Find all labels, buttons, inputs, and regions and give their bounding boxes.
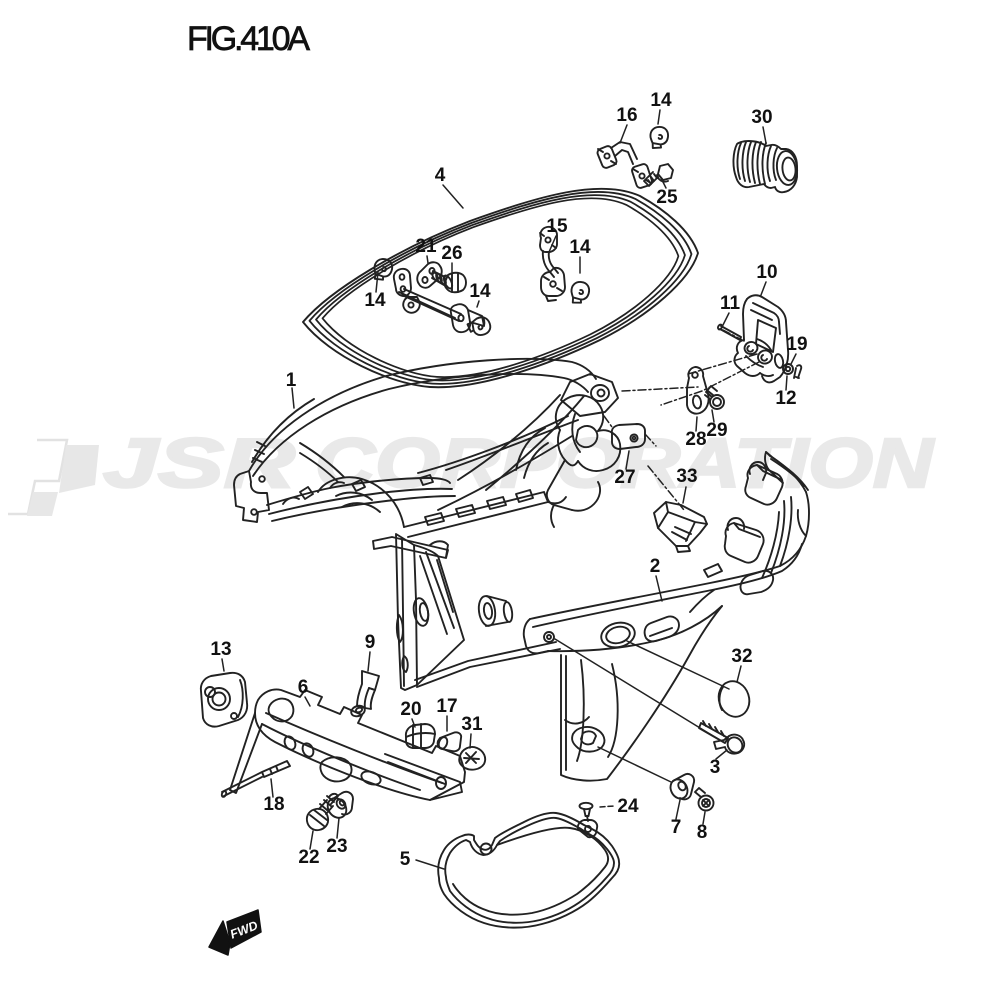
svg-text:17: 17 (436, 696, 457, 717)
svg-text:31: 31 (461, 714, 483, 735)
svg-text:30: 30 (751, 107, 772, 128)
svg-text:8: 8 (697, 822, 708, 843)
svg-text:21: 21 (415, 236, 437, 257)
svg-text:9: 9 (365, 632, 376, 653)
svg-text:1: 1 (286, 370, 297, 391)
svg-text:15: 15 (546, 216, 568, 237)
svg-text:12: 12 (775, 388, 796, 409)
svg-text:3: 3 (710, 757, 721, 778)
svg-text:20: 20 (400, 699, 421, 720)
svg-text:11: 11 (720, 293, 741, 314)
svg-text:2: 2 (650, 556, 661, 577)
svg-text:6: 6 (298, 677, 309, 698)
svg-text:24: 24 (617, 796, 639, 817)
svg-text:33: 33 (676, 466, 697, 487)
svg-text:13: 13 (210, 639, 231, 660)
svg-text:10: 10 (756, 262, 777, 283)
svg-text:32: 32 (731, 646, 752, 667)
svg-text:27: 27 (614, 467, 635, 488)
svg-text:FIG.410A: FIG.410A (187, 20, 310, 58)
svg-text:28: 28 (685, 429, 706, 450)
svg-text:5: 5 (400, 849, 411, 870)
svg-text:16: 16 (616, 105, 637, 126)
svg-text:29: 29 (706, 420, 727, 441)
svg-text:19: 19 (786, 334, 807, 355)
svg-text:26: 26 (441, 243, 462, 264)
svg-text:JSR: JSR (103, 424, 296, 502)
svg-text:22: 22 (298, 847, 319, 868)
svg-text:14: 14 (650, 90, 672, 111)
svg-text:23: 23 (326, 836, 347, 857)
svg-text:18: 18 (263, 794, 284, 815)
svg-text:14: 14 (469, 281, 491, 302)
svg-text:14: 14 (364, 290, 386, 311)
svg-text:4: 4 (435, 165, 446, 186)
svg-text:14: 14 (569, 237, 591, 258)
svg-text:7: 7 (671, 817, 682, 838)
svg-text:25: 25 (656, 187, 678, 208)
